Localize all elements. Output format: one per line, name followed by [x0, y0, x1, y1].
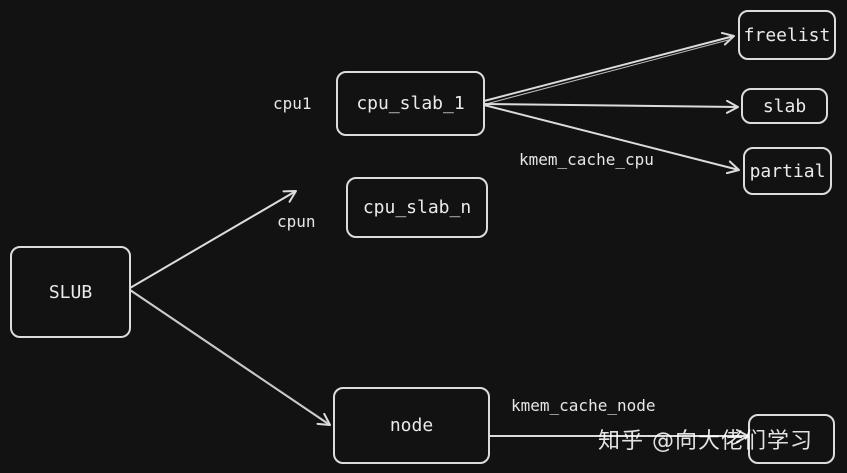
node-slub: SLUB: [10, 246, 131, 338]
edge-cpu-slab-1-to-partial: [483, 104, 740, 175]
edge-slub-to-cpun: [129, 190, 297, 289]
node-cpu-slab-n-label: cpu_slab_n: [362, 197, 472, 218]
node-node-label: node: [389, 415, 434, 436]
edge-slub-to-node-sketch: [131, 291, 329, 424]
node-slab: slab: [741, 88, 828, 124]
node-node-target: [748, 414, 835, 464]
node-partial: partial: [743, 147, 832, 195]
node-slab-label: slab: [762, 95, 807, 117]
node-node: node: [333, 387, 490, 464]
node-cpu-slab-1-label: cpu_slab_1: [356, 93, 465, 114]
edge-cpu-slab-1-to-freelist-sketch: [485, 38, 733, 105]
edge-cpu-slab-1-to-slab: [483, 99, 739, 114]
edge-cpu-slab-1-to-freelist: [483, 31, 735, 102]
node-cpu-slab-1: cpu_slab_1: [336, 71, 485, 136]
watermark-text: 知乎 @向大佬们学习: [598, 429, 813, 454]
node-slub-label: SLUB: [48, 281, 93, 303]
node-freelist: freelist: [738, 10, 836, 60]
label-cpun: cpun: [277, 212, 316, 231]
node-partial-label: partial: [749, 160, 826, 182]
label-kmem-cache-node: kmem_cache_node: [511, 396, 656, 415]
node-freelist-label: freelist: [743, 24, 831, 46]
label-cpu1: cpu1: [273, 94, 312, 113]
node-cpu-slab-n: cpu_slab_n: [346, 177, 488, 238]
label-kmem-cache-cpu: kmem_cache_cpu: [519, 150, 654, 169]
